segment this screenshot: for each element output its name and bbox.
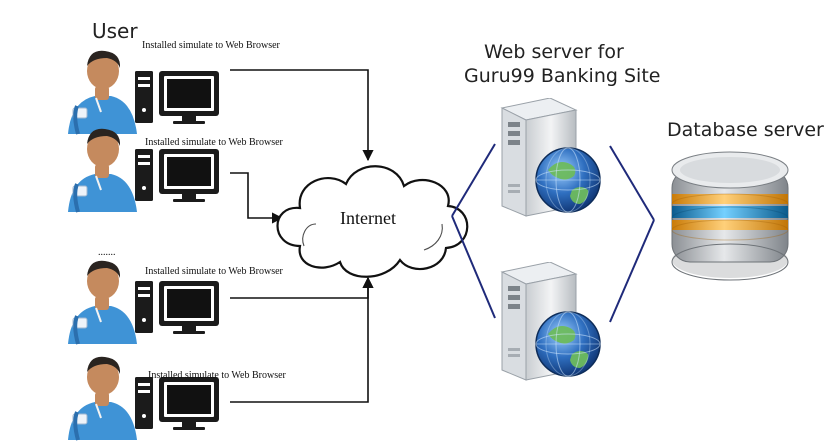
user-row: Installed simulate to Web Browser — [66, 126, 284, 214]
user-caption: Installed simulate to Web Browser — [145, 137, 284, 148]
ellipsis-more-users: ....... — [98, 247, 116, 258]
link-internet-to-server-2 — [451, 215, 496, 319]
user-row: Installed simulate to Web Browser — [66, 354, 287, 442]
database-title: Database server — [667, 119, 824, 141]
user-caption: Installed simulate to Web Browser — [148, 370, 287, 381]
web-server-node-2 — [501, 262, 601, 381]
link-internet-to-server-1 — [451, 143, 496, 217]
user-row: Installed simulate to Web Browser — [66, 258, 284, 346]
web-server-title-line-2: Guru99 Banking Site — [464, 65, 660, 87]
link-server-2-to-database — [609, 219, 655, 323]
connection-line-user-1 — [230, 69, 374, 162]
connection-line-user-4 — [230, 276, 374, 403]
internet-label: Internet — [340, 208, 396, 228]
network-links — [451, 143, 655, 323]
web-server-title: Web server for Guru99 Banking Site — [464, 41, 660, 87]
web-server-node-1 — [501, 98, 601, 217]
database-icon — [671, 151, 789, 281]
web-server-title-line-1: Web server for — [484, 41, 624, 63]
user-caption: Installed simulate to Web Browser — [145, 266, 284, 277]
user-group-title: User — [92, 19, 138, 43]
link-server-1-to-database — [609, 145, 655, 221]
internet-cloud: Internet — [276, 165, 469, 278]
user-row: Installed simulate to Web Browser — [66, 40, 281, 136]
connection-line-user-3 — [230, 276, 374, 299]
connection-line-user-2 — [230, 172, 284, 224]
user-caption: Installed simulate to Web Browser — [142, 40, 281, 51]
